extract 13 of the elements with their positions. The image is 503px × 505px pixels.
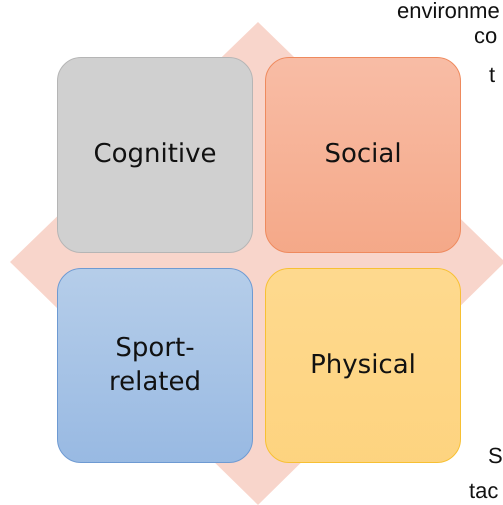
box-label: Social — [323, 138, 403, 172]
box-label: Sport-related — [108, 332, 202, 398]
text-fragment: environme — [397, 0, 500, 22]
text-fragment: tac — [469, 480, 498, 502]
text-fragment: t — [489, 64, 496, 86]
category-box — [57, 57, 253, 253]
box-label: Physical — [309, 348, 417, 382]
text-fragment: co — [474, 25, 498, 47]
text-fragment: S — [488, 445, 503, 467]
category-box — [265, 57, 461, 253]
box-label: Cognitive — [92, 138, 218, 172]
category-box — [57, 268, 253, 463]
category-box — [265, 268, 461, 463]
